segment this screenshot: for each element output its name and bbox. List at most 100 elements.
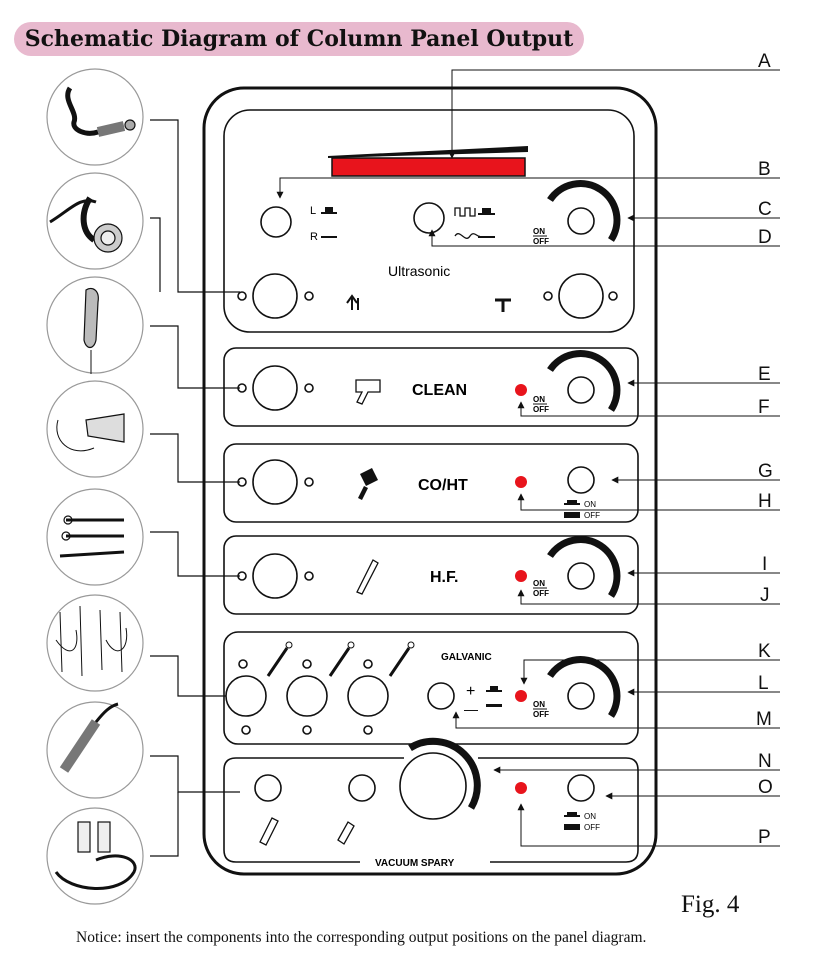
level-scale <box>328 146 528 158</box>
galvanic-power-knob <box>567 682 595 710</box>
accessory-photo-4 <box>46 380 144 478</box>
hf-label: H.F. <box>430 569 458 586</box>
vacuum-indicator-led <box>515 782 527 794</box>
callout-g: G <box>758 461 773 482</box>
callout-f: F <box>758 397 770 418</box>
clean-indicator-led <box>515 384 527 396</box>
ultrasonic-panel <box>223 109 635 333</box>
page-title: Schematic Diagram of Column Panel Output <box>24 26 574 52</box>
probe-icon <box>358 468 378 500</box>
coht-on-label: ON <box>584 500 596 509</box>
vacuum-label: VACUUM SPARY <box>375 858 455 869</box>
connector-line-4 <box>150 433 240 483</box>
clean-on-label: ON <box>533 395 545 404</box>
callout-d: D <box>758 227 772 248</box>
level-r-label: R <box>310 231 318 243</box>
galvanic-minus-label: — <box>464 701 478 717</box>
callout-l: L <box>758 673 769 694</box>
connector-line-8 <box>150 792 179 857</box>
title-banner <box>14 22 584 56</box>
clean-label: CLEAN <box>412 382 467 399</box>
hf-off-label: OFF <box>533 589 549 598</box>
vacuum-power-button <box>567 774 595 802</box>
callout-k: K <box>758 641 771 662</box>
galvanic-socket-2 <box>286 675 328 717</box>
connector-line-2 <box>150 217 161 292</box>
clean-off-label: OFF <box>533 405 549 414</box>
spray-bottle-icon <box>337 821 355 845</box>
hf-on-label: ON <box>533 579 545 588</box>
hf-indicator-led <box>515 570 527 582</box>
galvanic-electrode-icons <box>266 647 411 677</box>
connector-line-1 <box>150 119 240 293</box>
ultrasonic-on-label: ON <box>533 227 545 236</box>
ultrasonic-socket-left <box>252 273 298 319</box>
column-housing <box>202 86 658 876</box>
coht-label: CO/HT <box>418 477 468 494</box>
coht-power-button <box>567 466 595 494</box>
galvanic-plus-label: + <box>466 683 475 700</box>
callout-i: I <box>762 554 767 575</box>
callout-e: E <box>758 364 771 385</box>
hf-dial-arc <box>547 536 621 598</box>
spray-gun-icon <box>355 379 381 405</box>
clean-socket <box>252 365 298 411</box>
callout-n: N <box>758 751 772 772</box>
galvanic-label: GALVANIC <box>441 652 492 663</box>
ultrasonic-socket-right <box>558 273 604 319</box>
vacuum-off-label: OFF <box>584 823 600 832</box>
hf-electrode-icon <box>356 559 379 595</box>
accessory-photo-3 <box>46 276 144 374</box>
hf-power-knob <box>567 562 595 590</box>
connector-line-5 <box>150 531 240 577</box>
level-l-label: L <box>310 205 316 217</box>
galvanic-socket-3 <box>347 675 389 717</box>
galvanic-dial-arc <box>547 656 621 718</box>
ultrasonic-power-knob <box>567 207 595 235</box>
connector-line-7 <box>150 755 240 793</box>
clean-power-knob <box>567 376 595 404</box>
accessory-photo-5 <box>46 488 144 586</box>
clean-dial-arc <box>547 350 621 412</box>
galvanic-indicator-led <box>515 690 527 702</box>
vacuum-on-label: ON <box>584 812 596 821</box>
accessory-photo-2 <box>46 172 144 270</box>
connector-line-3 <box>150 325 240 389</box>
accessory-photo-8 <box>46 807 144 905</box>
clean-panel <box>223 347 639 427</box>
hf-panel <box>223 535 639 615</box>
callout-p: P <box>758 827 771 848</box>
callout-a: A <box>758 51 771 72</box>
vacuum-dial-arc <box>408 737 481 810</box>
accessory-photo-7 <box>46 701 144 799</box>
galvanic-panel <box>223 631 639 745</box>
vacuum-button <box>254 774 282 802</box>
accessory-photo-6 <box>46 594 144 692</box>
hf-socket <box>252 553 298 599</box>
wave-button <box>413 202 445 234</box>
notice-text: Notice: insert the components into the c… <box>76 929 647 946</box>
callout-o: O <box>758 777 773 798</box>
level-button <box>260 206 292 238</box>
vacuum-panel <box>223 737 639 863</box>
galvanic-socket-1 <box>225 675 267 717</box>
ultrasonic-label: Ultrasonic <box>388 263 450 279</box>
galvanic-off-label: OFF <box>533 710 549 719</box>
figure-label: Fig. 4 <box>681 891 740 918</box>
galvanic-polarity-button <box>427 682 455 710</box>
coht-panel <box>223 443 639 523</box>
coht-off-label: OFF <box>584 511 600 520</box>
callout-b: B <box>758 159 771 180</box>
connector-line-6 <box>150 655 226 697</box>
vacuum-cup-icon <box>259 817 279 846</box>
callout-c: C <box>758 199 772 220</box>
accessory-photo-1 <box>46 68 144 166</box>
spray-button <box>348 774 376 802</box>
ultrasonic-dial-arc <box>547 180 621 242</box>
galvanic-on-label: ON <box>533 700 545 709</box>
coht-socket <box>252 459 298 505</box>
vacuum-power-dial <box>399 752 467 820</box>
callout-j: J <box>760 585 770 606</box>
callout-h: H <box>758 491 772 512</box>
